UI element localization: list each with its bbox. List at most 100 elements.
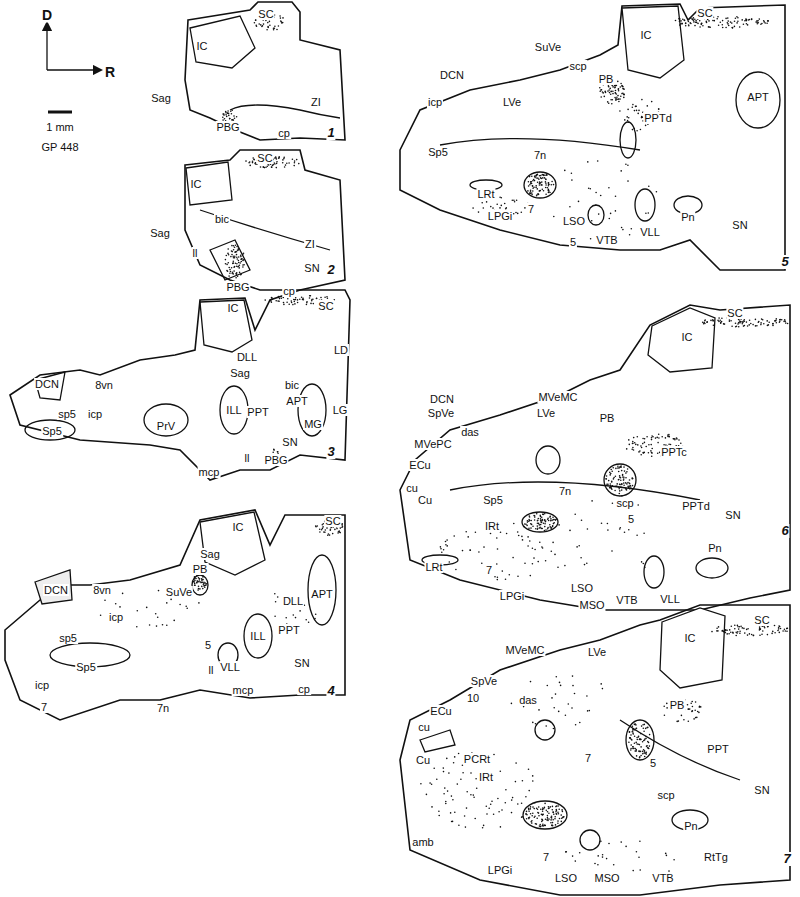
- cell-dot: [546, 810, 548, 812]
- cell-dot: [539, 527, 541, 529]
- cell-dot: [544, 825, 546, 827]
- cell-dot: [680, 443, 682, 445]
- cell-dot: [240, 254, 242, 256]
- cell-dot: [685, 22, 687, 24]
- cell-dot: [516, 200, 518, 202]
- cell-dot: [628, 439, 630, 441]
- cell-dot: [266, 29, 268, 31]
- cell-dot: [235, 277, 237, 279]
- cell-dot: [580, 557, 582, 559]
- cell-dot: [552, 542, 554, 544]
- cell-dot: [276, 161, 278, 163]
- cell-dot: [231, 113, 233, 115]
- cell-dot: [198, 602, 200, 604]
- cell-dot: [532, 806, 534, 808]
- cell-dot: [667, 434, 669, 436]
- cell-dot: [531, 194, 533, 196]
- cell-dot: [618, 98, 620, 100]
- cell-dot: [725, 18, 727, 20]
- cell-dot: [623, 94, 625, 96]
- cell-dot: [490, 804, 492, 806]
- cell-dot: [194, 577, 196, 579]
- cell-dot: [541, 516, 543, 518]
- cell-dot: [534, 549, 536, 551]
- cell-dot: [505, 789, 507, 791]
- cell-dot: [726, 629, 728, 631]
- cell-dot: [490, 533, 492, 535]
- structure-label: LVe: [502, 96, 522, 108]
- cell-dot: [764, 22, 766, 24]
- structure-label: PPTc: [660, 446, 688, 458]
- cell-dot: [598, 213, 600, 215]
- structure-label: LPGi: [499, 590, 525, 602]
- cell-dot: [275, 601, 277, 603]
- cell-dot: [613, 864, 615, 866]
- structure-label: PPT: [706, 743, 729, 755]
- cell-dot: [730, 320, 732, 322]
- cell-dot: [782, 630, 784, 632]
- cell-dot: [718, 626, 720, 628]
- cell-dot: [527, 190, 529, 192]
- cell-dot: [194, 583, 196, 585]
- cell-dot: [560, 685, 562, 687]
- cell-dot: [278, 25, 280, 27]
- cell-dot: [587, 710, 589, 712]
- cell-dot: [231, 273, 233, 275]
- cell-dot: [605, 92, 607, 94]
- cell-dot: [729, 319, 731, 321]
- cell-dot: [555, 519, 557, 521]
- cell-dot: [324, 296, 326, 298]
- cell-dot: [559, 818, 561, 820]
- cell-dot: [595, 192, 597, 194]
- cell-dot: [764, 627, 766, 629]
- cell-dot: [536, 194, 538, 196]
- cell-dot: [239, 272, 241, 274]
- cell-dot: [620, 170, 622, 172]
- cell-dot: [170, 599, 172, 601]
- cell-dot: [543, 522, 545, 524]
- cell-dot: [693, 19, 695, 21]
- cell-dot: [737, 631, 739, 633]
- cell-dot: [701, 24, 703, 26]
- cell-dot: [658, 437, 660, 439]
- cell-dot: [530, 523, 532, 525]
- cell-dot: [618, 90, 620, 92]
- cell-dot: [529, 540, 531, 542]
- cell-dot: [511, 799, 513, 801]
- cell-dot: [641, 99, 643, 101]
- cell-dot: [453, 762, 455, 764]
- cell-dot: [621, 470, 623, 472]
- cell-dot: [231, 251, 233, 253]
- structure-label: SC: [317, 300, 334, 312]
- cell-dot: [539, 527, 541, 529]
- cell-dot: [749, 633, 751, 635]
- cell-dot: [205, 582, 207, 584]
- cell-dot: [601, 522, 603, 524]
- cell-dot: [617, 81, 619, 83]
- cell-dot: [614, 87, 616, 89]
- cell-dot: [240, 274, 242, 276]
- cell-dot: [611, 480, 613, 482]
- cell-dot: [652, 436, 654, 438]
- cell-dot: [731, 625, 733, 627]
- cell-dot: [263, 23, 265, 25]
- labelled-cell-dots: [100, 13, 789, 872]
- structure-label: MVeMC: [504, 644, 545, 656]
- cell-dot: [552, 825, 554, 827]
- cell-dot: [607, 529, 609, 531]
- cell-dot: [521, 802, 523, 804]
- cell-dot: [732, 632, 734, 634]
- cell-dot: [238, 267, 240, 269]
- cell-dot: [579, 722, 581, 724]
- cell-dot: [617, 99, 619, 101]
- cell-dot: [528, 185, 530, 187]
- cell-dot: [640, 445, 642, 447]
- cell-dot: [704, 323, 706, 325]
- cell-dot: [330, 529, 332, 531]
- cell-dot: [502, 570, 504, 572]
- cell-dot: [615, 99, 617, 101]
- cell-dot: [267, 27, 269, 29]
- cell-dot: [784, 629, 786, 631]
- cell-dot: [426, 794, 428, 796]
- cell-dot: [774, 320, 776, 322]
